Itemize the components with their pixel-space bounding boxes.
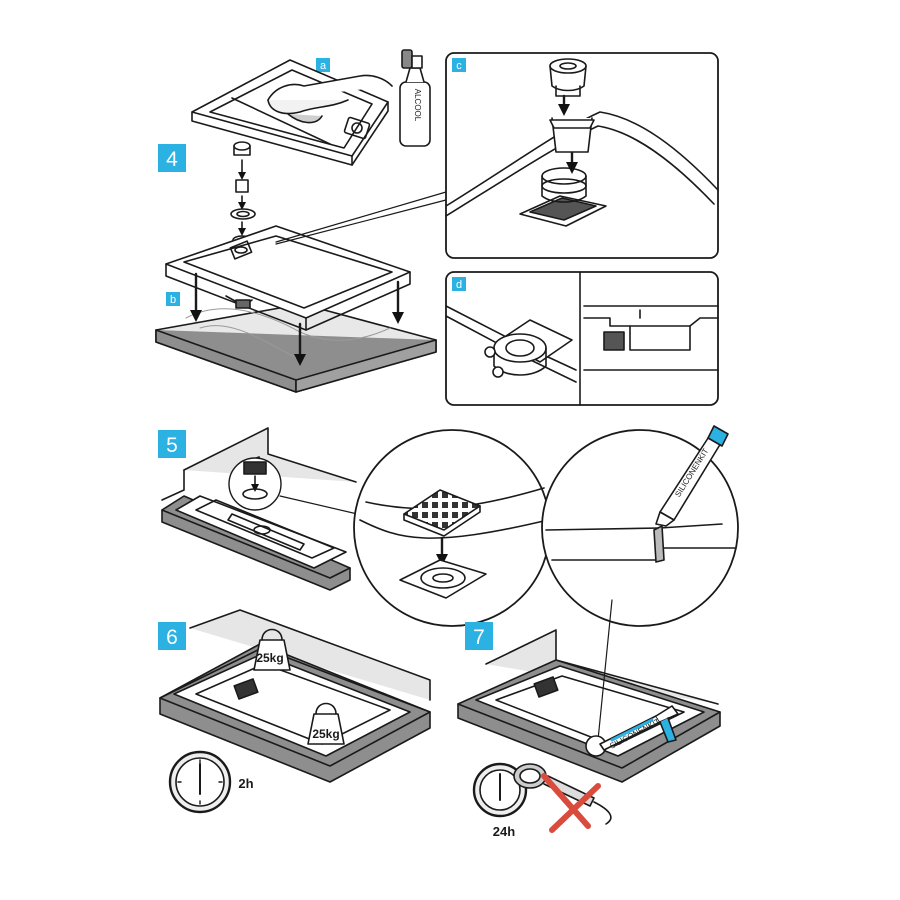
weight-label-2: 25kg [312,727,339,741]
substep-a-badge [316,58,330,72]
caulk-gun-icon [599,705,679,751]
step-4-group: 4 a ALCOOL [155,49,719,406]
no-water-cross-icon [541,773,601,833]
hand-icon [267,74,393,101]
step-6-number: 6 [166,626,178,649]
clock-icon-6 [168,750,232,814]
drain-parts-stack [230,141,256,245]
detail-panel-d: d [445,271,719,406]
step-6-group: 6 25kg 25kg 2h [158,609,431,814]
drain-outlet [343,116,371,140]
step-7-group: 7 SILICONENKIT 24h [457,599,721,839]
step6-tray [173,653,411,757]
weight-label-1: 25kg [256,651,283,665]
silicone-detail-circle [541,425,739,627]
floor-slab [155,303,437,393]
step-4-number: 4 [166,148,178,171]
substep-a-label: a [320,60,327,72]
substep-c-badge [452,58,466,72]
substep-b-label: b [170,294,176,306]
substep-d-badge [452,277,466,291]
time-label-2h: 2h [238,776,253,791]
step-7-badge [465,622,493,650]
weight-icon-2 [307,702,345,745]
shower-tray [165,225,411,366]
time-label-24h: 24h [493,824,515,839]
alcohol-bottle-icon [399,49,431,147]
callout-line-c [275,191,447,243]
step7-grate [533,676,559,698]
bottle-label: ALCOOL [413,89,422,122]
step-5-number: 5 [166,434,178,457]
weight-icon-1 [253,628,291,671]
step6-grate [233,678,259,700]
step-4-badge [158,144,186,172]
step-7-number: 7 [473,626,485,649]
substep-c-label: c [456,60,462,72]
tray-drain-hole [229,240,253,260]
substep-a-cleaning: a ALCOOL [191,49,431,166]
substep-b-badge [166,292,180,306]
clock-icon-7 [472,762,528,818]
step-5-badge [158,430,186,458]
substep-d-label: d [456,279,462,291]
step7-tray [475,665,705,757]
spirit-level-icon [227,513,305,551]
detail-panel-c: c [445,52,719,259]
step-5-group: 5 [158,425,739,627]
grate-detail-circle [353,429,551,627]
step-6-badge [158,622,186,650]
